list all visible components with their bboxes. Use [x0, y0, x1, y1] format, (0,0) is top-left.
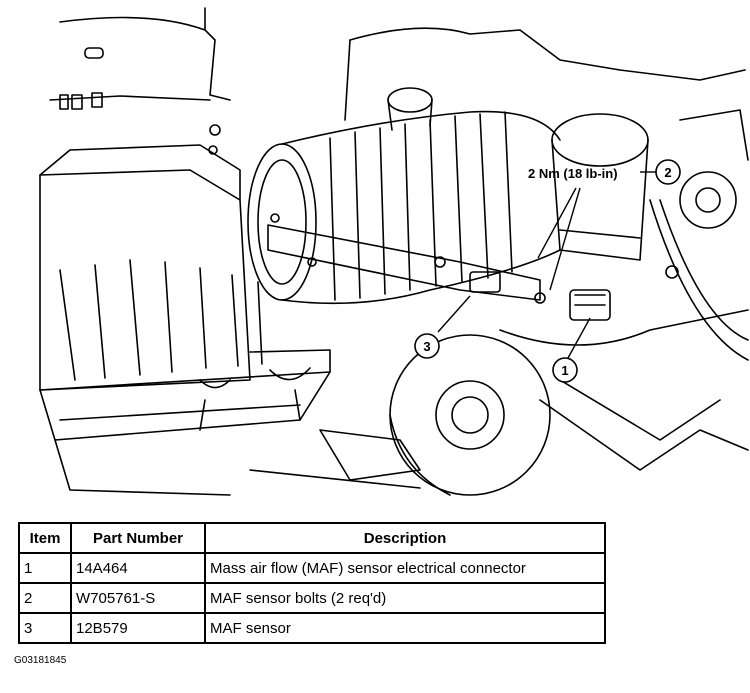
- callout-1: 1: [552, 357, 578, 383]
- callout-3: 3: [414, 333, 440, 359]
- part-number-cell: W705761-S: [70, 582, 206, 614]
- table-row: 2 W705761-S MAF sensor bolts (2 req'd): [18, 582, 606, 614]
- header-description: Description: [204, 522, 606, 554]
- description-cell: Mass air flow (MAF) sensor electrical co…: [204, 552, 606, 584]
- torque-label: 2 Nm (18 lb-in): [528, 166, 618, 181]
- svg-text:3: 3: [423, 339, 430, 354]
- part-number-cell: 14A464: [70, 552, 206, 584]
- description-cell: MAF sensor: [204, 612, 606, 644]
- header-part-number: Part Number: [70, 522, 206, 554]
- header-item: Item: [18, 522, 72, 554]
- table-header-row: Item Part Number Description: [18, 522, 606, 554]
- maf-sensor-illustration: 2 Nm (18 lb-in) 2 3 1: [39, 7, 749, 496]
- description-cell: MAF sensor bolts (2 req'd): [204, 582, 606, 614]
- table-row: 3 12B579 MAF sensor: [18, 612, 606, 644]
- item-cell: 2: [18, 582, 72, 614]
- part-number-cell: 12B579: [70, 612, 206, 644]
- svg-text:2: 2: [664, 165, 671, 180]
- item-cell: 1: [18, 552, 72, 584]
- callout-2: 2: [655, 159, 681, 185]
- figure-id: G03181845: [14, 655, 67, 666]
- parts-table: Item Part Number Description 1 14A464 Ma…: [18, 522, 606, 644]
- item-cell: 3: [18, 612, 72, 644]
- table-row: 1 14A464 Mass air flow (MAF) sensor elec…: [18, 552, 606, 584]
- svg-text:1: 1: [561, 363, 568, 378]
